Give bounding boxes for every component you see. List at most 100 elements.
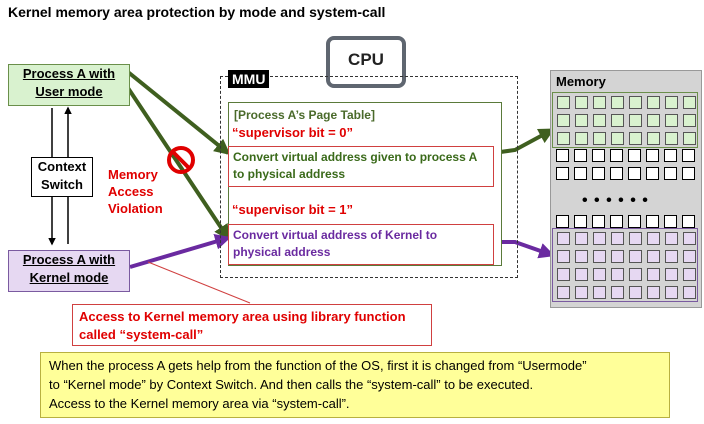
process-user-line1: Process A with [22, 66, 116, 81]
memory-cell [683, 268, 696, 281]
memory-cell [611, 132, 624, 145]
memory-cell [665, 268, 678, 281]
memory-cell [665, 96, 678, 109]
memory-cell [610, 215, 623, 228]
memory-cell [629, 232, 642, 245]
memory-cell [665, 250, 678, 263]
memory-cell [629, 268, 642, 281]
kernel-to-translation-arrow [129, 233, 232, 269]
supervisor-bit-1: “supervisor bit = 1” [232, 202, 354, 217]
violation-line2: Access [108, 184, 154, 199]
memory-cell [574, 167, 587, 180]
memory-cell [647, 286, 660, 299]
memory-cell [629, 250, 642, 263]
memory-cell [575, 114, 588, 127]
memory-cell [611, 286, 624, 299]
memory-user-area [552, 92, 698, 148]
explanation-note: When the process A gets help from the fu… [40, 352, 670, 418]
memory-cell [611, 268, 624, 281]
memory-cell [575, 268, 588, 281]
context-switch-line2: Switch [41, 177, 83, 192]
memory-free-area-2 [552, 212, 696, 230]
memory-cell [683, 232, 696, 245]
memory-cell [593, 132, 606, 145]
note-line2: to “Kernel mode” by Context Switch. And … [49, 377, 534, 392]
process-user-mode-box: Process A with User mode [8, 64, 130, 106]
convert-user-address-box: Convert virtual address given to process… [228, 146, 494, 187]
memory-cell [647, 114, 660, 127]
memory-cell [683, 96, 696, 109]
memory-cell [647, 232, 660, 245]
memory-cell [665, 114, 678, 127]
memory-cell [646, 149, 659, 162]
prohibited-icon [167, 146, 195, 174]
memory-cell [610, 149, 623, 162]
syscall-line1: Access to Kernel memory area using libra… [79, 309, 406, 324]
memory-cell [665, 286, 678, 299]
memory-cell [557, 96, 570, 109]
violation-line3: Violation [108, 201, 163, 216]
memory-cell [629, 96, 642, 109]
note-line3: Access to the Kernel memory area via “sy… [49, 396, 350, 411]
memory-cell [593, 268, 606, 281]
memory-cell [574, 215, 587, 228]
page-table-title: [Process A’s Page Table] [234, 108, 375, 122]
memory-cell [664, 215, 677, 228]
user-to-kernel-translation-arrow [126, 86, 230, 241]
memory-cell [593, 250, 606, 263]
context-switch-line1: Context [37, 159, 87, 174]
memory-cell [665, 132, 678, 145]
cpu-label: CPU [348, 50, 384, 69]
memory-cell [611, 250, 624, 263]
memory-cell [557, 268, 570, 281]
memory-cell [664, 149, 677, 162]
memory-cell [575, 96, 588, 109]
memory-cell [629, 286, 642, 299]
memory-cell [610, 167, 623, 180]
memory-cell [593, 232, 606, 245]
memory-cell [647, 96, 660, 109]
memory-cell [682, 149, 695, 162]
memory-cell [574, 149, 587, 162]
memory-cell [647, 250, 660, 263]
syscall-line2: called “system-call” [79, 327, 204, 342]
memory-cell [593, 286, 606, 299]
memory-cell [646, 167, 659, 180]
memory-cell [593, 114, 606, 127]
convert-user-line1: Convert virtual address given to process… [233, 150, 478, 164]
syscall-callout-connector [147, 261, 251, 304]
convert-kernel-line2: physical address [233, 245, 331, 259]
cpu-box: CPU [326, 36, 406, 88]
convert-kernel-address-box: Convert virtual address of Kernel to phy… [228, 224, 494, 265]
syscall-callout: Access to Kernel memory area using libra… [72, 304, 432, 346]
memory-cell [575, 132, 588, 145]
memory-cell [611, 96, 624, 109]
memory-cell [665, 232, 678, 245]
context-switch-label: Context Switch [31, 157, 93, 197]
memory-cell [682, 215, 695, 228]
memory-cell [683, 250, 696, 263]
memory-cell [682, 167, 695, 180]
memory-cell [647, 268, 660, 281]
memory-cell [575, 286, 588, 299]
memory-cell [592, 215, 605, 228]
memory-cell [557, 232, 570, 245]
memory-cell [575, 232, 588, 245]
process-kernel-line2: Kernel mode [29, 270, 109, 285]
memory-cell [611, 114, 624, 127]
memory-cell [557, 286, 570, 299]
memory-cell [628, 167, 641, 180]
memory-cell [611, 232, 624, 245]
supervisor-bit-0: “supervisor bit = 0” [232, 125, 354, 140]
convert-user-line2: to physical address [233, 167, 346, 181]
memory-cell [683, 132, 696, 145]
memory-cell [557, 250, 570, 263]
memory-cell [592, 167, 605, 180]
memory-cell [628, 215, 641, 228]
mmu-label: MMU [228, 70, 270, 88]
memory-cell [556, 215, 569, 228]
diagram-title: Kernel memory area protection by mode an… [8, 4, 386, 20]
memory-cell [629, 114, 642, 127]
memory-cell [646, 215, 659, 228]
